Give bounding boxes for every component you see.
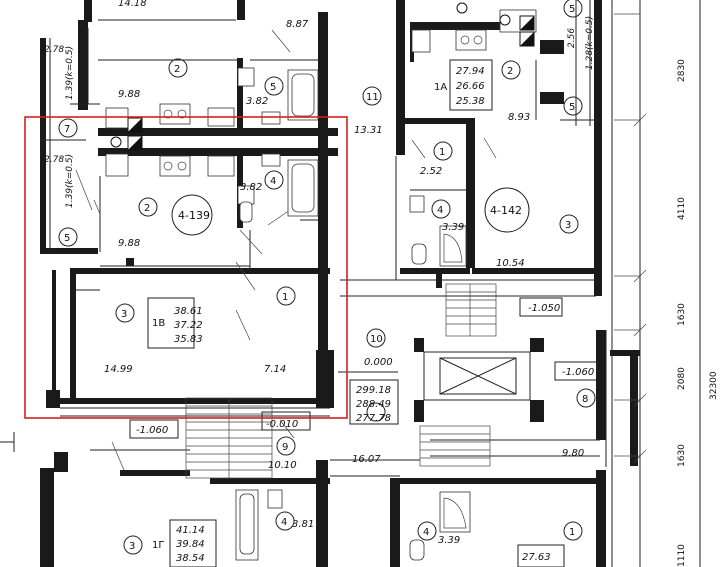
vent-icons [110,2,535,151]
balcony-142-k: 1.28(k=0.5) [585,16,595,70]
dimension-2080: 2080 [677,367,687,390]
area-8-93: 8.93 [508,112,530,123]
marker-1-bottom-right: 1 [569,527,575,538]
level-1050: -1.050 [528,303,560,314]
dimension-4110: 4110 [677,197,687,220]
marker-1-142: 1 [439,147,445,158]
area-10-10: 10.10 [268,460,297,471]
area-8-87: 8.87 [286,19,309,30]
area-3-39-142: 3.39 [442,222,464,233]
marker-7: 7 [64,124,70,135]
apartment-139-area-2: 37.22 [174,320,203,331]
apartment-142-number: 4-142 [490,204,522,217]
area-2-52: 2.52 [420,166,442,177]
marker-4-bottom-left: 4 [281,517,287,528]
area-3-82-top: 3.82 [246,96,268,107]
apartment-bl-area-1: 41.14 [176,525,205,536]
apartment-139-area-1: 38.61 [174,306,203,317]
balcony-area-top: 2.78 [44,45,64,55]
partition-lines [40,0,613,567]
area-3-81: 3.81 [292,519,314,530]
dimension-1110: 1110 [677,544,687,567]
area-3-39-bottom: 3.39 [438,535,460,546]
marker-5-142: 5 [569,102,575,113]
door-swings [75,29,497,471]
marker-5-142-top: 5 [569,4,575,15]
area-9-80: 9.80 [562,448,584,459]
marker-2-142: 2 [507,66,513,77]
area-boxes [129,59,598,567]
apartment-142-area-1: 27.94 [456,66,485,77]
apartment-142-area-2: 26.66 [456,81,485,92]
lobby-total-3: 277.78 [356,413,391,424]
stair-right [419,283,497,467]
elevator-shaft [423,351,531,401]
lobby-total-1: 299.18 [356,385,391,396]
area-14-99: 14.99 [104,364,133,375]
balcony-k-top: 1.39(k=0.5) [65,46,75,100]
level-1060-left: -1.060 [136,425,168,436]
lobby-total-2: 288.49 [356,399,391,410]
apartment-br-area: 27.63 [522,552,551,563]
marker-8: 8 [582,394,588,405]
area-10-54: 10.54 [496,258,525,269]
marker-1-hall: 1 [282,292,288,303]
marker-4-142: 4 [437,205,443,216]
marker-9: 9 [282,442,288,453]
dimension-total: 32300 [709,371,719,400]
marker-11: 11 [366,92,379,103]
marker-2-kitchen: 2 [144,203,150,214]
stair-main [185,397,273,479]
marker-4-bottom-right: 4 [423,527,429,538]
marker-3-142: 3 [565,220,571,231]
balcony-142-area: 2.56 [567,28,577,48]
marker-2-top: 2 [174,64,180,75]
dimension-1630-b: 1630 [677,444,687,467]
apartment-142-type: 1А [434,82,447,93]
area-3-82-bath: 3.82 [240,182,262,193]
marker-3-room: 3 [121,309,127,320]
marker-3-bottom-left: 3 [129,541,135,552]
fixtures [105,9,537,561]
walls [40,0,640,567]
area-9-88-kitchen: 9.88 [118,238,140,249]
apartment-142-area-3: 25.38 [456,96,485,107]
selected-apartment-frame [24,116,348,419]
dimension-2830: 2830 [677,59,687,82]
dimension-chain [614,0,701,567]
room-markers [58,0,596,555]
marker-5-balcony: 5 [64,233,70,244]
level-0-010: -0.010 [266,419,298,430]
apartment-bl-area-3: 38.54 [176,553,205,564]
area-16-07: 16.07 [352,454,381,465]
apartment-139-type: 1В [152,318,165,329]
section-arrow [0,432,15,452]
dimension-1630-a: 1630 [677,303,687,326]
balcony-k: 1.39(k=0.5) [65,154,75,208]
apartment-139-area-3: 35.83 [174,334,203,345]
area-9-88-top: 9.88 [118,89,140,100]
labels: 14.18 2 9.88 8.87 5 3.82 2.78 1.39(k=0.5… [44,0,719,567]
area-13-31: 13.31 [354,125,383,136]
level-0-000: 0.000 [364,357,393,368]
apartment-bl-type: 1Г [152,540,164,551]
area-cut-top: 14.18 [118,0,147,9]
marker-5-bath-top: 5 [270,82,276,93]
balcony-area: 2.78 [44,155,64,165]
marker-10: 10 [370,334,383,345]
apartment-bl-area-2: 39.84 [176,539,205,550]
area-7-14: 7.14 [264,364,286,375]
marker-4-bath: 4 [270,176,276,187]
apartment-139-number: 4-139 [178,209,210,222]
level-1060-right: -1.060 [562,367,594,378]
